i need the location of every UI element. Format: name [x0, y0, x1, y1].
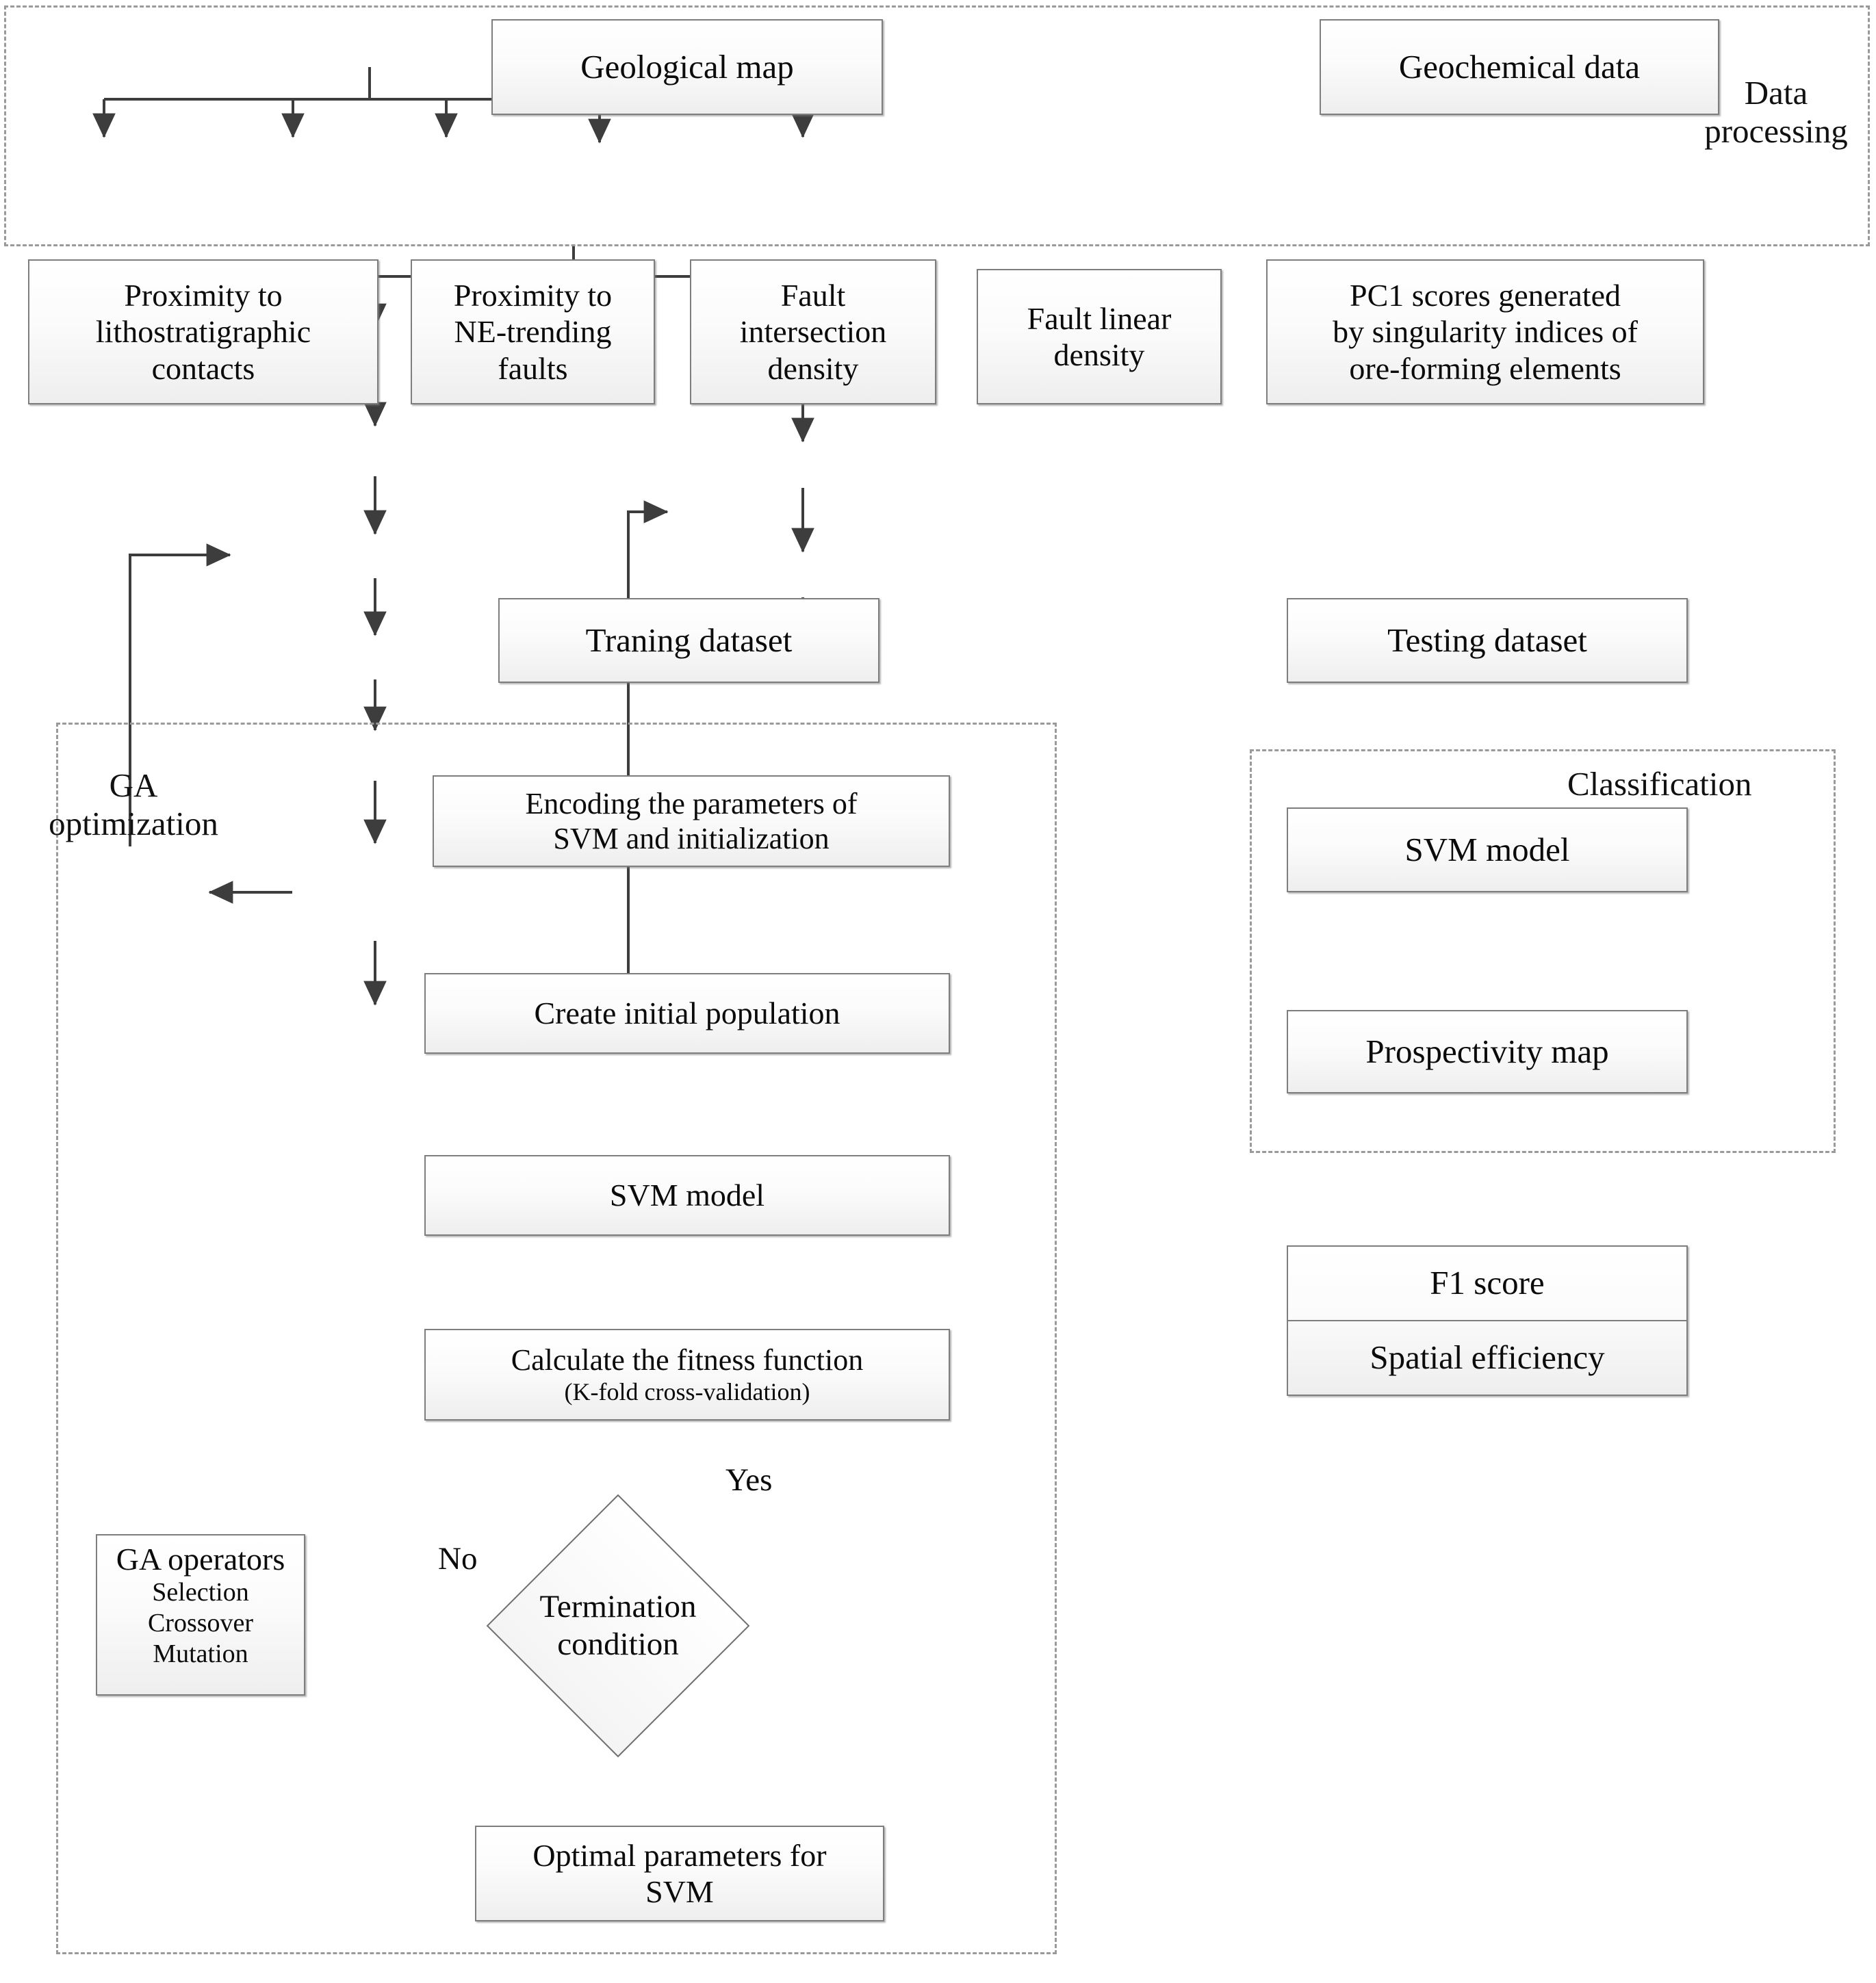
- node-geochemical-data[interactable]: Geochemical data: [1320, 19, 1719, 115]
- node-fault-linear-density-label: Fault linear density: [1027, 300, 1172, 372]
- node-ga-operators[interactable]: GA operators Selection Crossover Mutatio…: [96, 1534, 305, 1696]
- node-encoding-parameters[interactable]: Encoding the parameters of SVM and initi…: [433, 775, 950, 867]
- node-termination-condition[interactable]: Termination condition: [486, 1494, 750, 1758]
- node-fault-intersection-density[interactable]: Fault intersection density: [690, 259, 936, 404]
- edge-label-yes: Yes: [725, 1462, 773, 1498]
- region-data-processing-label: Data processing: [1704, 74, 1848, 150]
- node-pc1-scores[interactable]: PC1 scores generated by singularity indi…: [1266, 259, 1704, 404]
- node-fault-intersection-density-label: Fault intersection density: [739, 277, 887, 386]
- node-f1-score[interactable]: F1 score: [1288, 1247, 1686, 1320]
- node-spatial-efficiency[interactable]: Spatial efficiency: [1288, 1320, 1686, 1395]
- node-training-dataset[interactable]: Traning dataset: [498, 598, 879, 683]
- node-prospectivity-map-label: Prospectivity map: [1365, 1032, 1609, 1070]
- region-data-processing: [4, 5, 1870, 246]
- edge-label-no: No: [438, 1541, 478, 1577]
- region-ga-optimization-label: GA optimization: [49, 766, 218, 842]
- node-create-initial-population[interactable]: Create initial population: [424, 973, 950, 1054]
- node-pc1-scores-label: PC1 scores generated by singularity indi…: [1333, 277, 1638, 386]
- node-encoding-parameters-label: Encoding the parameters of SVM and initi…: [525, 786, 858, 855]
- node-proximity-ne-trending-faults-label: Proximity to NE-trending faults: [453, 277, 613, 386]
- node-calculate-fitness-function-sublabel: (K-fold cross-validation): [564, 1377, 810, 1405]
- node-testing-dataset-label: Testing dataset: [1387, 621, 1587, 659]
- node-ga-operators-item-selection: Selection: [152, 1578, 249, 1607]
- node-testing-dataset[interactable]: Testing dataset: [1287, 598, 1688, 683]
- node-svm-model-classification[interactable]: SVM model: [1287, 807, 1688, 892]
- node-geological-map-label: Geological map: [580, 47, 794, 86]
- node-geochemical-data-label: Geochemical data: [1398, 47, 1641, 86]
- node-ga-operators-title: GA operators: [116, 1542, 285, 1577]
- node-geological-map[interactable]: Geological map: [491, 19, 883, 115]
- node-spatial-efficiency-label: Spatial efficiency: [1370, 1338, 1605, 1377]
- region-ga-optimization: [56, 723, 1057, 1954]
- node-proximity-lithostratigraphic-contacts[interactable]: Proximity to lithostratigraphic contacts: [28, 259, 378, 404]
- node-svm-model-ga-label: SVM model: [609, 1178, 765, 1213]
- region-classification-label: Classification: [1567, 765, 1752, 803]
- node-evaluation-metrics[interactable]: F1 score Spatial efficiency: [1287, 1245, 1688, 1396]
- node-calculate-fitness-function-label: Calculate the fitness function: [511, 1343, 864, 1377]
- node-fault-linear-density[interactable]: Fault linear density: [977, 269, 1222, 404]
- node-f1-score-label: F1 score: [1430, 1264, 1545, 1302]
- node-training-dataset-label: Traning dataset: [585, 621, 793, 659]
- node-proximity-lithostratigraphic-contacts-label: Proximity to lithostratigraphic contacts: [95, 277, 311, 386]
- node-svm-model-ga[interactable]: SVM model: [424, 1155, 950, 1236]
- node-create-initial-population-label: Create initial population: [534, 996, 840, 1031]
- region-classification: [1250, 749, 1836, 1153]
- node-proximity-ne-trending-faults[interactable]: Proximity to NE-trending faults: [411, 259, 655, 404]
- node-svm-model-classification-label: SVM model: [1404, 830, 1570, 868]
- node-optimal-parameters-for-svm-label: Optimal parameters for SVM: [532, 1837, 827, 1909]
- node-prospectivity-map[interactable]: Prospectivity map: [1287, 1010, 1688, 1093]
- node-ga-operators-item-mutation: Mutation: [153, 1639, 248, 1669]
- node-termination-condition-label: Termination condition: [539, 1588, 697, 1662]
- node-optimal-parameters-for-svm[interactable]: Optimal parameters for SVM: [475, 1826, 884, 1921]
- node-calculate-fitness-function[interactable]: Calculate the fitness function (K-fold c…: [424, 1329, 950, 1421]
- node-ga-operators-item-crossover: Crossover: [147, 1609, 254, 1638]
